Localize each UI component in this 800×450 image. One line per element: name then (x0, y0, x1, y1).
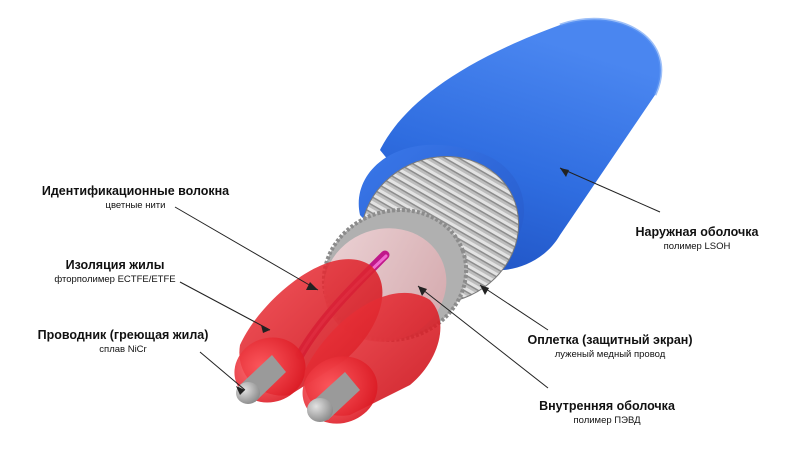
conductors (236, 355, 360, 422)
arrow-identification-fibers (306, 282, 318, 290)
label-outer-sheath-title: Наружная оболочка (635, 225, 759, 239)
arrow-outer-sheath (560, 168, 569, 177)
arrow-inner-sheath (418, 286, 427, 296)
leader-outer-sheath (559, 167, 661, 213)
label-conductor-sub: сплав NiCr (99, 344, 147, 355)
arrow-conductor (236, 386, 245, 395)
leader-braid (479, 284, 549, 331)
label-inner-sheath-sub: полимер ПЭВД (573, 415, 641, 426)
arrow-core-insulation (261, 325, 270, 333)
label-outer-sheath: Наружная оболочка полимер LSOH (612, 225, 782, 253)
label-inner-sheath: Внутренняя оболочка полимер ПЭВД (512, 399, 702, 427)
leader-core-insulation (179, 281, 271, 331)
label-outer-sheath-sub: полимер LSOH (663, 241, 731, 252)
leader-inner-sheath (417, 285, 549, 389)
leader-lines (174, 167, 661, 395)
label-identification-fibers: Идентификационные волокна цветные нити (28, 184, 243, 212)
label-braid: Оплетка (защитный экран) луженый медный … (505, 333, 715, 361)
label-braid-title: Оплетка (защитный экран) (527, 333, 693, 347)
label-identification-fibers-sub: цветные нити (105, 200, 166, 211)
arrow-braid (480, 285, 489, 295)
leader-identification-fibers (174, 206, 319, 291)
label-core-insulation-title: Изоляция жилы (65, 258, 165, 272)
label-braid-sub: луженый медный провод (554, 349, 666, 360)
label-conductor: Проводник (греющая жила) сплав NiCr (18, 328, 228, 356)
label-core-insulation: Изоляция жилы фторполимер ECTFE/ETFE (30, 258, 200, 286)
label-identification-fibers-title: Идентификационные волокна (41, 184, 230, 198)
label-core-insulation-sub: фторполимер ECTFE/ETFE (54, 274, 176, 285)
label-conductor-title: Проводник (греющая жила) (37, 328, 209, 342)
label-inner-sheath-title: Внутренняя оболочка (539, 399, 675, 413)
leader-conductor (199, 351, 246, 391)
